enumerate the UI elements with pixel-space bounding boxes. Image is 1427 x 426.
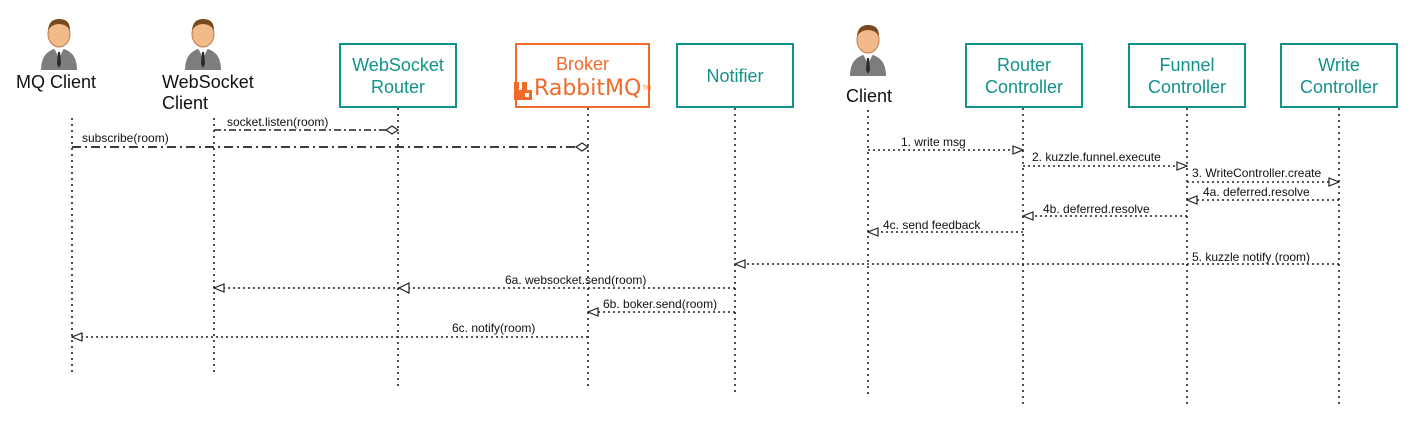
rabbitmq-logo-tm: TM [642, 86, 651, 92]
client-actor-icon [850, 25, 886, 76]
write-controller-label-line1: Write [1318, 54, 1360, 75]
notifier-label: Notifier [706, 65, 764, 86]
rabbitmq-logo: RabbitMQ TM [514, 78, 651, 100]
broker-label: Broker [555, 54, 609, 74]
message-label-websocket-send: 6a. websocket.send(room) [505, 273, 647, 287]
message-label-boker-send: 6b. boker.send(room) [603, 297, 718, 311]
router-controller-label-line1: Router [996, 54, 1052, 75]
message-label-send-feedback: 4c. send feedback [883, 218, 981, 232]
message-label-subscribe: subscribe(room) [82, 131, 169, 145]
message-label-resolve-4a: 4a. deferred.resolve [1203, 185, 1310, 199]
message-label-resolve-4b: 4b. deferred.resolve [1043, 202, 1150, 216]
websocket-router-label-line1: WebSocket [352, 54, 444, 75]
participant-websocket-client: WebSocket Client [162, 72, 254, 114]
participant-write-controller: Write Controller [1280, 43, 1398, 108]
participant-client: Client [846, 86, 892, 107]
participant-mq-client: MQ Client [16, 72, 96, 93]
participant-funnel-controller: Funnel Controller [1128, 43, 1246, 108]
participant-router-controller: Router Controller [965, 43, 1083, 108]
participant-websocket-router: WebSocket Router [339, 43, 457, 108]
participant-broker: Broker RabbitMQ TM [514, 43, 651, 108]
funnel-controller-label-line2: Controller [1147, 76, 1227, 97]
message-label-funnel-execute: 2. kuzzle.funnel.execute [1032, 150, 1161, 164]
websocket-client-label-line2: Client [162, 93, 209, 113]
message-label-kuzzle-notify: 5. kuzzle notify (room) [1192, 250, 1311, 264]
websocket-router-label-line2: Router [370, 76, 426, 97]
participant-notifier: Notifier [676, 43, 794, 108]
websocket-client-actor-icon [185, 19, 221, 70]
mq-client-actor-icon [41, 19, 77, 70]
rabbitmq-logo-icon [514, 82, 533, 100]
funnel-controller-label-line1: Funnel [1159, 54, 1215, 75]
message-label-write-msg: 1. write msg [901, 135, 966, 149]
websocket-client-label-line1: WebSocket [162, 72, 254, 92]
rabbitmq-logo-text: RabbitMQ [534, 76, 642, 101]
arrow-websocket-send-router-head [397, 282, 410, 294]
message-label-socket-listen: socket.listen(room) [227, 115, 329, 129]
message-label-write-create: 3. WriteController.create [1192, 166, 1322, 180]
router-controller-label-line2: Controller [984, 76, 1064, 97]
client-label: Client [846, 86, 893, 106]
write-controller-label-line2: Controller [1299, 76, 1379, 97]
message-label-notify: 6c. notify(room) [452, 321, 536, 335]
mq-client-label: MQ Client [16, 72, 97, 92]
